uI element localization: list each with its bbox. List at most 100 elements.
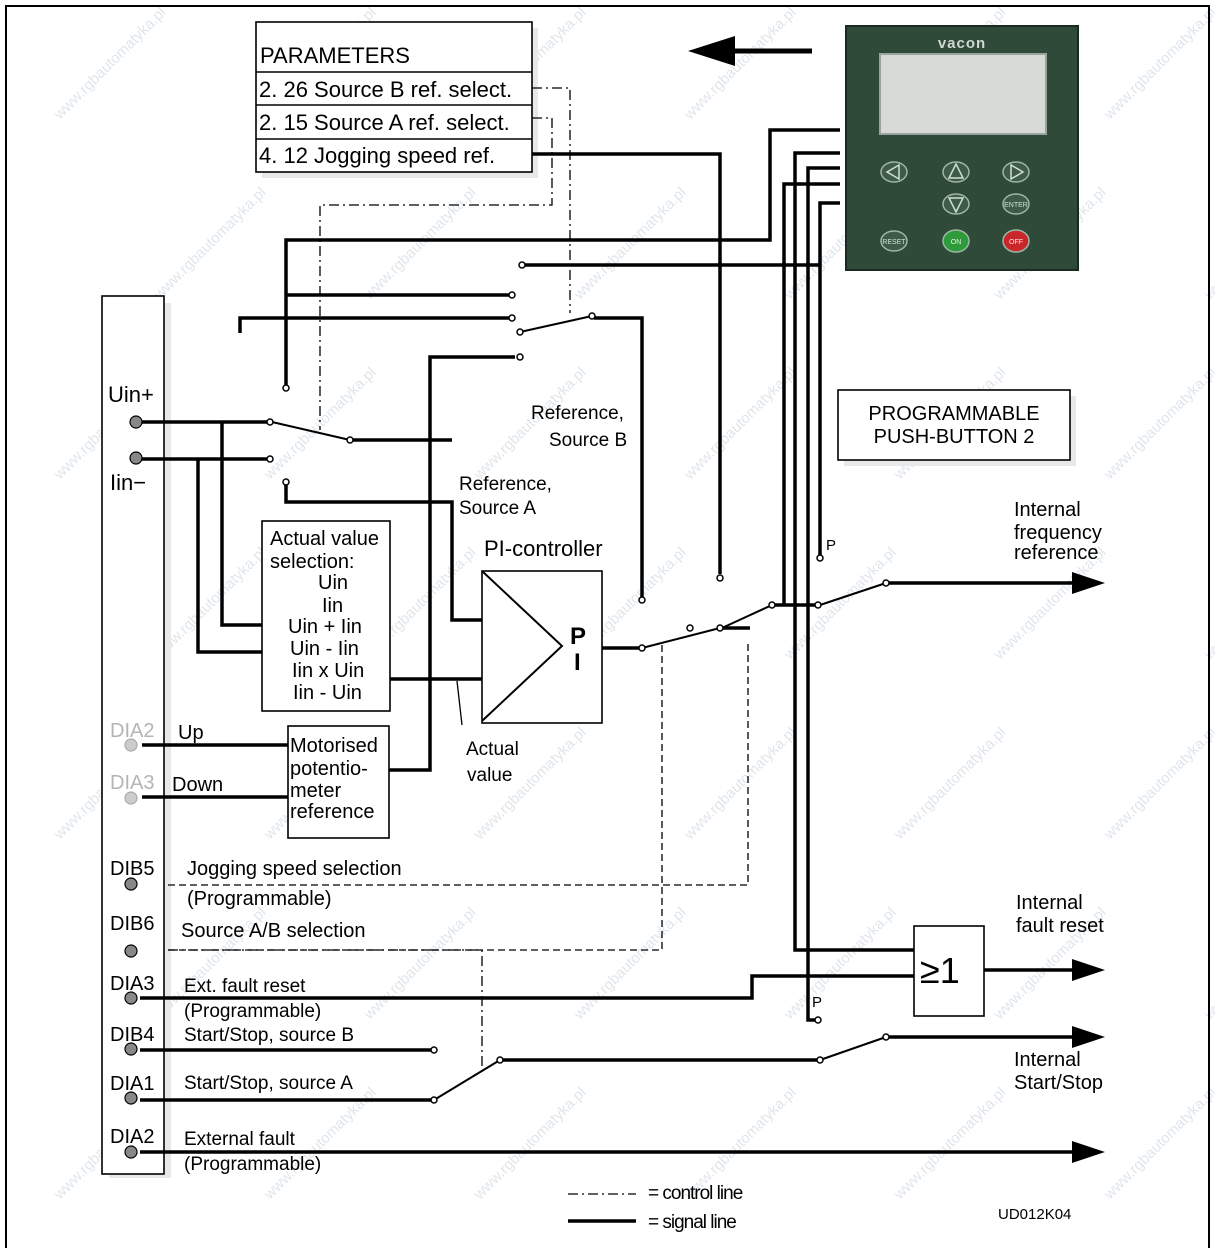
label-jogging-selection: Jogging speed selection [187,858,402,880]
label-ext-fault-reset: Ext. fault reset [184,976,306,997]
label-source-ab: Source A/B selection [181,920,366,942]
label-p-top: P [826,537,836,554]
contact-dot [815,602,821,608]
down-key-icon[interactable] [943,194,969,214]
up-key-icon[interactable] [943,162,969,182]
legend-signal-line: = signal line [648,1212,736,1233]
watermark-text: www.rgbautomatyka.pl [890,724,1009,843]
svg-text:RESET: RESET [882,239,906,246]
contact-dot [497,1057,503,1063]
watermark-text: www.rgbautomatyka.pl [150,184,269,303]
contact-dot [509,315,515,321]
watermark-text: www.rgbautomatyka.pl [570,904,689,1023]
svg-text:PUSH-BUTTON 2: PUSH-BUTTON 2 [874,426,1035,448]
watermark-text: www.rgbautomatyka.pl [1100,724,1215,843]
contact-dot [267,456,273,462]
start-key[interactable]: ON [943,230,969,252]
terminal-dia2: DIA2 [110,1126,154,1148]
label-p-bottom: P [812,994,822,1011]
actual-value-pointer [457,681,462,725]
output-start-stop-1: Internal [1014,1049,1081,1071]
keypad-display [880,54,1046,134]
label-actual-value: value [467,765,512,786]
svg-text:Iin: Iin [322,595,343,617]
svg-text:I: I [574,649,581,676]
contact-dot [817,1057,823,1063]
terminal-dib4: DIB4 [110,1024,154,1046]
contact-dot [769,602,775,608]
label-start-stop-a: Start/Stop, source A [184,1073,353,1094]
or-gate-symbol: ≥1 [920,950,960,991]
terminal-dia3: DIA3 [110,973,154,995]
contact-dot [817,555,823,561]
right-key-icon[interactable] [1003,162,1029,182]
svg-text:Actual value: Actual value [270,528,379,550]
parameters-title: PARAMETERS [260,43,410,68]
reset-key[interactable]: RESET [881,231,907,251]
terminal-dib5: DIB5 [110,858,154,880]
watermark-text: www.rgbautomatyka.pl [780,904,899,1023]
watermark-text: www.rgbautomatyka.pl [890,1084,1009,1203]
motorised-potentiometer-block: Motorised potentio- meter reference [288,726,389,838]
label-reference-a-source: Source A [459,498,536,519]
watermark-text: www.rgbautomatyka.pl [50,4,169,123]
label-start-stop-b: Start/Stop, source B [184,1025,354,1046]
label-down: Down [172,774,223,796]
label-actual: Actual [466,739,519,760]
label-up: Up [178,722,204,744]
label-reference-b-source: Source B [549,430,627,451]
svg-text:P: P [570,623,586,650]
svg-text:meter: meter [290,780,341,802]
contact-dot [517,329,523,335]
parameter-item: 2. 15 Source A ref. select. [259,110,510,135]
parameters-box: PARAMETERS 2. 26 Source B ref. select. 2… [256,22,538,178]
watermark-text: www.rgbautomatyka.pl [1100,1084,1215,1203]
contact-dot [639,645,645,651]
enter-key[interactable]: ENTER [1003,194,1029,214]
label-jogging-programmable: (Programmable) [187,888,331,910]
contact-dot [589,313,595,319]
left-key-icon[interactable] [881,162,907,182]
legend: = control line = signal line [568,1183,743,1233]
output-frequency-3: reference [1014,542,1099,564]
label-reference-a: Reference, [459,474,552,495]
contact-dot [717,575,723,581]
contact-dot [431,1097,437,1103]
svg-text:reference: reference [290,801,375,823]
svg-text:selection:: selection: [270,551,355,573]
watermark-text: www.rgbautomatyka.pl [570,184,689,303]
parameter-item: 2. 26 Source B ref. select. [259,77,512,102]
watermark-text: www.rgbautomatyka.pl [360,184,479,303]
watermark-text: www.rgbautomatyka.pl [680,724,799,843]
contact-dot [283,479,289,485]
watermark-text: www.rgbautomatyka.pl [360,904,479,1023]
contact-dot [815,1017,821,1023]
contact-dot [717,625,723,631]
svg-text:ENTER: ENTER [1004,202,1028,209]
contact-dot [519,262,525,268]
contact-dot [639,597,645,603]
terminal-dia3-down: DIA3 [110,772,154,794]
svg-text:Iin x Uin: Iin x Uin [292,660,364,682]
watermark-text: www.rgbautomatyka.pl [1200,184,1215,303]
pi-controller-title: PI-controller [484,536,603,561]
label-reference-b: Reference, [531,403,624,424]
svg-text:Uin - Iin: Uin - Iin [290,638,359,660]
svg-text:Uin: Uin [318,572,348,594]
svg-text:Motorised: Motorised [290,735,378,757]
output-fault-reset-2: fault reset [1016,915,1104,937]
pi-controller-block: PI-controller P I [482,536,603,723]
svg-text:Iin - Uin: Iin - Uin [293,682,362,704]
stop-key[interactable]: OFF [1003,230,1029,252]
watermark-text: www.rgbautomatyka.pl [1100,364,1215,483]
parameter-item: 4. 12 Jogging speed ref. [259,143,495,168]
figure-id: UD012K04 [998,1206,1071,1223]
svg-text:ON: ON [951,239,962,246]
contact-dot [347,437,353,443]
svg-text:Uin + Iin: Uin + Iin [288,616,362,638]
contact-dot [267,419,273,425]
output-fault-reset-1: Internal [1016,892,1083,914]
label-ext-fault-reset-programmable: (Programmable) [184,1001,321,1022]
svg-text:potentio-: potentio- [290,758,368,780]
or-gate-block: ≥1 [914,926,984,1016]
